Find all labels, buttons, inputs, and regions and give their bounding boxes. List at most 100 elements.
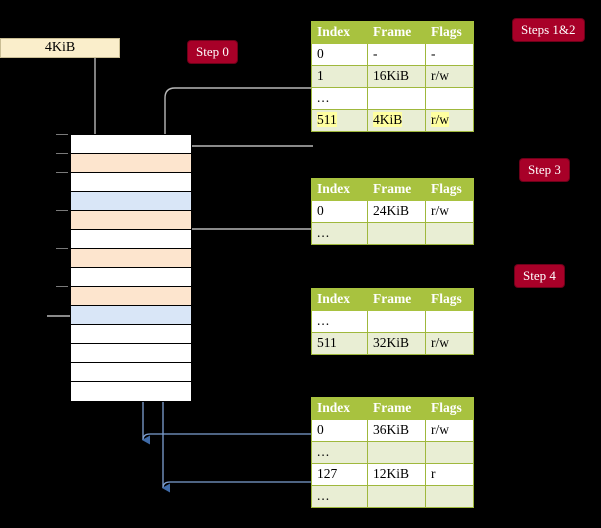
table-row: ... <box>311 441 474 464</box>
cell-flags: r/w <box>425 419 474 442</box>
table-row: ... <box>311 485 474 508</box>
table-row: 0-- <box>311 43 474 66</box>
memory-tick-0 <box>56 134 68 135</box>
column-header-flags: Flags <box>425 178 474 201</box>
cell-index: ... <box>311 222 368 245</box>
badge-steps-1-and-2-label: Steps 1&2 <box>521 22 576 37</box>
cell-frame <box>367 222 426 245</box>
badge-step-0-label: Step 0 <box>196 44 229 59</box>
column-header-frame: Frame <box>367 397 426 420</box>
cell-flags: r/w <box>425 200 474 223</box>
memory-tick-2 <box>56 172 68 173</box>
badge-steps-1-and-2: Steps 1&2 <box>513 19 584 41</box>
request-size-label: 4KiB <box>44 40 76 55</box>
memory-tick-4 <box>56 210 68 211</box>
cell-index: ... <box>311 441 368 464</box>
memory-cell-10 <box>71 325 191 344</box>
column-header-flags: Flags <box>425 21 474 44</box>
cell-frame: - <box>367 43 426 66</box>
badge-step-4: Step 4 <box>515 265 564 287</box>
cell-frame <box>367 87 426 110</box>
column-header-frame: Frame <box>367 288 426 311</box>
memory-cell-13 <box>71 382 191 401</box>
cell-flags <box>425 87 474 110</box>
column-header-flags: Flags <box>425 397 474 420</box>
physical-memory-column <box>70 134 192 402</box>
column-header-index: Index <box>311 288 368 311</box>
memory-tick-8 <box>56 286 68 287</box>
column-header-index: Index <box>311 21 368 44</box>
cell-frame <box>367 441 426 464</box>
memory-cell-12 <box>71 363 191 382</box>
column-header-index: Index <box>311 178 368 201</box>
memory-cell-8 <box>71 287 191 306</box>
cell-frame <box>367 310 426 333</box>
cell-index: 0 <box>311 419 368 442</box>
memory-cell-1 <box>71 154 191 173</box>
cell-index: 0 <box>311 200 368 223</box>
cell-index: ... <box>311 87 368 110</box>
cell-frame: 36KiB <box>367 419 426 442</box>
memory-cell-4 <box>71 211 191 230</box>
cell-flags: r/w <box>425 332 474 355</box>
cell-frame: 12KiB <box>367 463 426 486</box>
cell-frame: 32KiB <box>367 332 426 355</box>
column-header-index: Index <box>311 397 368 420</box>
cell-frame: 24KiB <box>367 200 426 223</box>
memory-tick-1 <box>56 153 68 154</box>
cell-frame: 16KiB <box>367 65 426 88</box>
wire-steps12-down <box>164 87 313 154</box>
cell-index: 511 <box>311 109 368 132</box>
wire-steps12-row0-to-row4 <box>174 145 313 212</box>
memory-cell-11 <box>71 344 191 363</box>
badge-step-0: Step 0 <box>188 41 237 63</box>
column-header-frame: Frame <box>367 21 426 44</box>
cell-frame <box>367 485 426 508</box>
memory-cell-6 <box>71 249 191 268</box>
table-row: ... <box>311 222 474 245</box>
memory-tick-6 <box>56 248 68 249</box>
cell-index: 0 <box>311 43 368 66</box>
memory-cell-3 <box>71 192 191 211</box>
cell-index: 127 <box>311 463 368 486</box>
cell-flags: - <box>425 43 474 66</box>
cell-flags: r <box>425 463 474 486</box>
wire-step3-down <box>179 228 313 269</box>
cell-flags <box>425 222 474 245</box>
memory-cell-2 <box>71 173 191 192</box>
table-row: ... <box>311 87 474 110</box>
cell-index: 511 <box>311 332 368 355</box>
cell-flags: r/w <box>425 65 474 88</box>
cell-index: 1 <box>311 65 368 88</box>
request-size-box: 4KiB <box>0 38 120 58</box>
cell-flags <box>425 485 474 508</box>
table-row: ... <box>311 310 474 333</box>
cell-index: ... <box>311 485 368 508</box>
memory-cell-7 <box>71 268 191 287</box>
memory-cell-9 <box>71 306 191 325</box>
badge-step-3: Step 3 <box>520 159 569 181</box>
cell-index: ... <box>311 310 368 333</box>
cell-frame: 4KiB <box>367 109 426 132</box>
column-header-frame: Frame <box>367 178 426 201</box>
memory-cell-5 <box>71 230 191 249</box>
badge-step-3-label: Step 3 <box>528 162 561 177</box>
badge-step-4-label: Step 4 <box>523 268 556 283</box>
cell-flags <box>425 310 474 333</box>
cell-flags <box>425 441 474 464</box>
